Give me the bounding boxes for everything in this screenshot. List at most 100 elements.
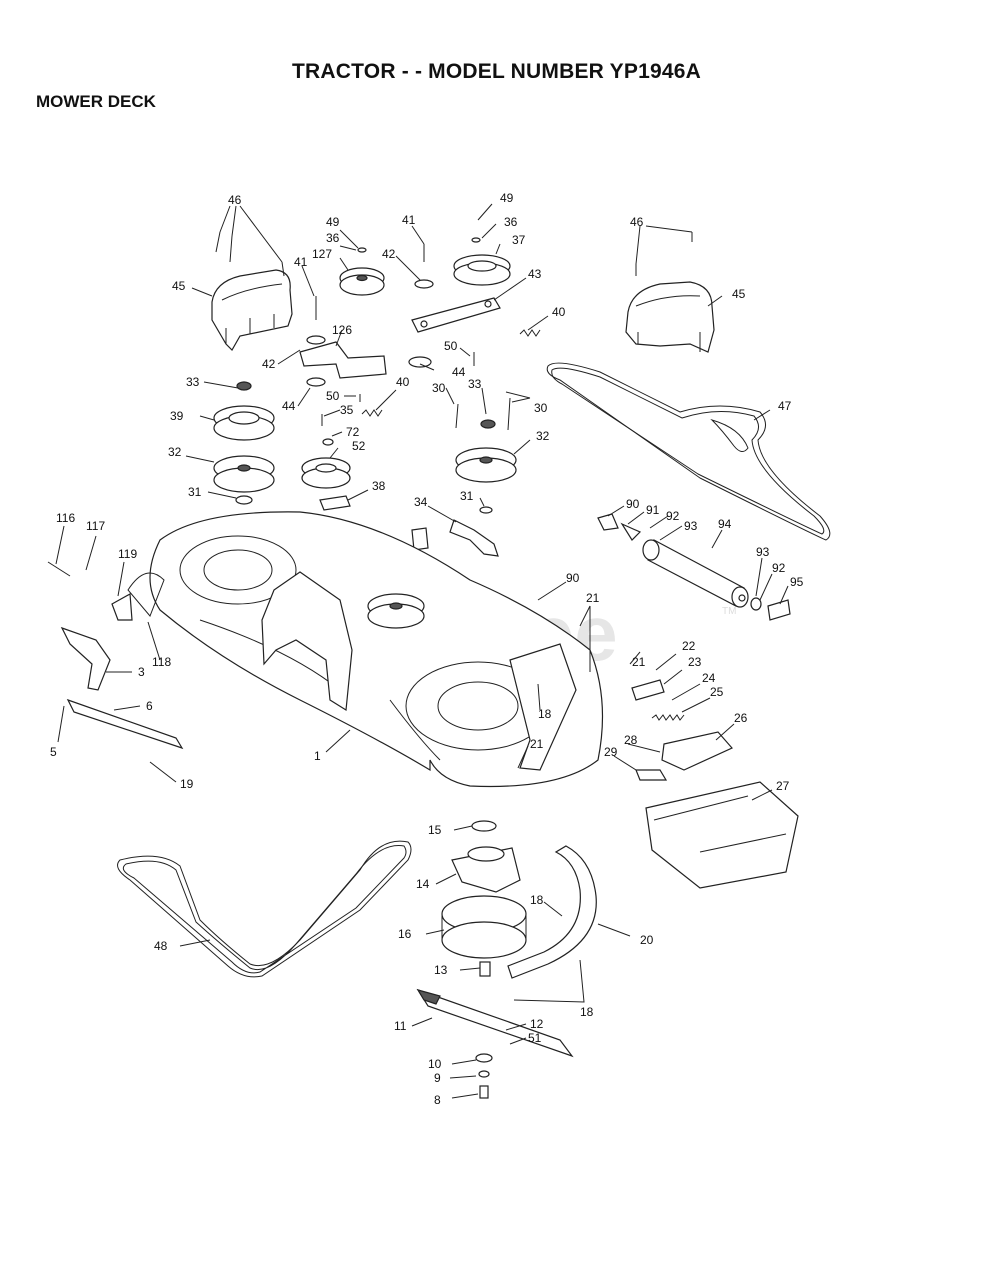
callout-19: 19 bbox=[180, 777, 194, 791]
callout-24: 24 bbox=[702, 671, 716, 685]
callout-94: 94 bbox=[718, 517, 732, 531]
callout-48: 48 bbox=[154, 939, 168, 953]
callout-18-bottom: 18 bbox=[580, 1005, 594, 1019]
callout-26: 26 bbox=[734, 711, 748, 725]
hanger-119 bbox=[111, 593, 133, 621]
pulley-127 bbox=[339, 267, 385, 296]
callout-95: 95 bbox=[790, 575, 804, 589]
watermark-tm: TM bbox=[722, 606, 736, 617]
callout-21-mid: 21 bbox=[632, 655, 646, 669]
callout-36-left: 36 bbox=[326, 231, 340, 245]
callout-126: 126 bbox=[332, 323, 352, 337]
deck-belt-48 bbox=[117, 840, 412, 978]
callout-45-right: 45 bbox=[732, 287, 746, 301]
callout-49-right: 49 bbox=[500, 191, 514, 205]
callout-33-left: 33 bbox=[186, 375, 200, 389]
callout-90-bottom: 90 bbox=[566, 571, 580, 585]
hardware-small-parts bbox=[215, 231, 693, 446]
callout-72: 72 bbox=[346, 425, 360, 439]
callout-labels: 46 45 41 49 36 127 41 42 49 36 37 43 46 … bbox=[50, 191, 804, 1107]
callout-15: 15 bbox=[428, 823, 442, 837]
callout-38: 38 bbox=[372, 479, 386, 493]
callout-18-mid: 18 bbox=[530, 893, 544, 907]
pulley-32-right bbox=[455, 447, 517, 514]
blade-11 bbox=[416, 988, 574, 1058]
blade-hardware bbox=[475, 1053, 493, 1099]
deflector-parts bbox=[631, 679, 733, 781]
callout-47: 47 bbox=[778, 399, 792, 413]
callout-43: 43 bbox=[528, 267, 542, 281]
idler-arm-43 bbox=[411, 297, 501, 333]
pulley-37 bbox=[453, 254, 511, 286]
pin-116 bbox=[47, 561, 71, 577]
callout-3: 3 bbox=[138, 665, 145, 679]
callout-30-right: 30 bbox=[534, 401, 548, 415]
pulley-39 bbox=[213, 405, 275, 441]
callout-27: 27 bbox=[776, 779, 790, 793]
callout-46-left: 46 bbox=[228, 193, 242, 207]
callout-30-left: 30 bbox=[432, 381, 446, 395]
discharge-chute-27 bbox=[645, 781, 799, 889]
callout-25: 25 bbox=[710, 685, 724, 699]
callout-21-bottom: 21 bbox=[530, 737, 544, 751]
leader-lines bbox=[55, 203, 789, 1099]
deck-right-baffle bbox=[509, 643, 577, 771]
callout-14: 14 bbox=[416, 877, 430, 891]
callout-46-right: 46 bbox=[630, 215, 644, 229]
callout-50-right: 50 bbox=[444, 339, 458, 353]
callout-92-top: 92 bbox=[666, 509, 680, 523]
bracket-126 bbox=[299, 341, 387, 379]
callout-117: 117 bbox=[86, 519, 105, 533]
callout-9: 9 bbox=[434, 1071, 441, 1085]
callout-50-left: 50 bbox=[326, 389, 340, 403]
callout-119: 119 bbox=[118, 547, 137, 561]
callout-12: 12 bbox=[530, 1017, 544, 1031]
callout-45-left: 45 bbox=[172, 279, 186, 293]
callout-11: 11 bbox=[394, 1019, 407, 1033]
callout-10: 10 bbox=[428, 1057, 442, 1071]
callout-42-left: 42 bbox=[262, 357, 276, 371]
callout-40-left: 40 bbox=[396, 375, 410, 389]
callout-42-center: 42 bbox=[382, 247, 396, 261]
callout-118: 118 bbox=[152, 655, 171, 669]
drive-belt-47 bbox=[546, 362, 831, 541]
callout-21-top: 21 bbox=[586, 591, 600, 605]
callout-18-top: 18 bbox=[538, 707, 552, 721]
spindle-housing-16 bbox=[441, 895, 527, 959]
callout-22: 22 bbox=[682, 639, 696, 653]
callout-16: 16 bbox=[398, 927, 412, 941]
callout-44-left: 44 bbox=[282, 399, 296, 413]
callout-34: 34 bbox=[414, 495, 428, 509]
callout-37: 37 bbox=[512, 233, 526, 247]
callout-93-top: 93 bbox=[684, 519, 698, 533]
callout-5: 5 bbox=[50, 745, 57, 759]
callout-41-center: 41 bbox=[402, 213, 416, 227]
belt-cover-left bbox=[211, 269, 293, 351]
callout-29: 29 bbox=[604, 745, 618, 759]
spring-40 bbox=[361, 329, 541, 417]
callout-92-bottom: 92 bbox=[772, 561, 786, 575]
deck-center-bracket bbox=[261, 571, 353, 712]
callout-36-right: 36 bbox=[504, 215, 518, 229]
bracket-34 bbox=[411, 519, 499, 557]
mower-deck-1 bbox=[127, 511, 604, 788]
callout-32-left: 32 bbox=[168, 445, 182, 459]
callout-28: 28 bbox=[624, 733, 638, 747]
callout-39: 39 bbox=[170, 409, 184, 423]
callout-32-right: 32 bbox=[536, 429, 550, 443]
pulley-32-left bbox=[213, 455, 275, 505]
bracket-38 bbox=[319, 495, 351, 511]
callout-49-left: 49 bbox=[326, 215, 340, 229]
bracket-20 bbox=[507, 845, 597, 979]
blade-bolt-13 bbox=[479, 961, 491, 977]
callout-1: 1 bbox=[314, 749, 321, 763]
belt-cover-right bbox=[625, 281, 715, 353]
callout-41-left: 41 bbox=[294, 255, 308, 269]
lift-link-3 bbox=[60, 626, 111, 691]
callout-40-right: 40 bbox=[552, 305, 566, 319]
callout-20: 20 bbox=[640, 933, 654, 947]
callout-91: 91 bbox=[646, 503, 660, 517]
roller-94 bbox=[597, 513, 791, 621]
callout-44-right: 44 bbox=[452, 365, 466, 379]
